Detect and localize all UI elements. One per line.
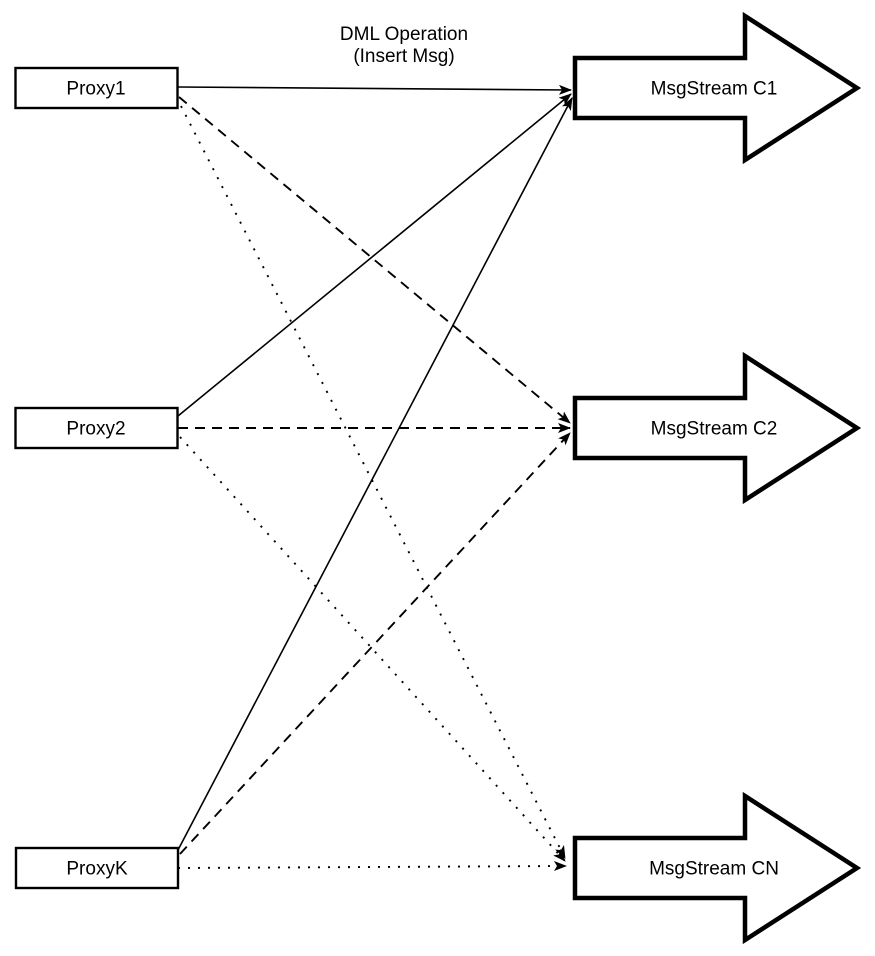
edge-proxy2-c1-solid bbox=[177, 93, 572, 417]
proxy-node-1: Proxy1 bbox=[14, 66, 179, 110]
edge-proxy1-c1-solid bbox=[177, 84, 572, 95]
annotation-line-2: (Insert Msg) bbox=[353, 46, 454, 67]
stream-node-cn: MsgStream CN bbox=[572, 791, 862, 945]
edge-layer bbox=[177, 84, 573, 872]
proxy-box-1 bbox=[14, 66, 179, 110]
proxy-box-k bbox=[14, 846, 180, 890]
proxy-box-2 bbox=[14, 406, 179, 450]
proxy-node-2: Proxy2 bbox=[14, 406, 179, 450]
proxy-node-k: ProxyK bbox=[14, 846, 180, 890]
annotation-line-1: DML Operation bbox=[340, 24, 468, 45]
edge-proxyk-c2-dashed bbox=[179, 432, 571, 855]
edge-proxyk-cn-dotted bbox=[177, 861, 567, 872]
edge-proxyk-c1-solid bbox=[177, 97, 573, 851]
stream-label-c1: MsgStream C1 bbox=[651, 79, 778, 100]
stream-node-c1: MsgStream C1 bbox=[572, 11, 862, 165]
stream-node-c2: MsgStream C2 bbox=[572, 351, 862, 505]
proxy-label-2: Proxy2 bbox=[66, 419, 125, 440]
stream-label-cn: MsgStream CN bbox=[649, 859, 779, 880]
edge-annotation: DML Operation (Insert Msg) bbox=[340, 24, 468, 67]
proxy-label-1: Proxy1 bbox=[66, 79, 125, 100]
block-arrow-shape-c2 bbox=[572, 351, 862, 505]
proxy-label-k: ProxyK bbox=[66, 859, 128, 880]
edge-proxy1-c2-dashed bbox=[178, 96, 571, 424]
block-arrow-shape-cn bbox=[572, 791, 862, 945]
stream-label-c2: MsgStream C2 bbox=[651, 419, 778, 440]
block-arrow-shape-c1 bbox=[572, 11, 862, 165]
edge-proxy1-cn-dotted bbox=[180, 105, 566, 859]
